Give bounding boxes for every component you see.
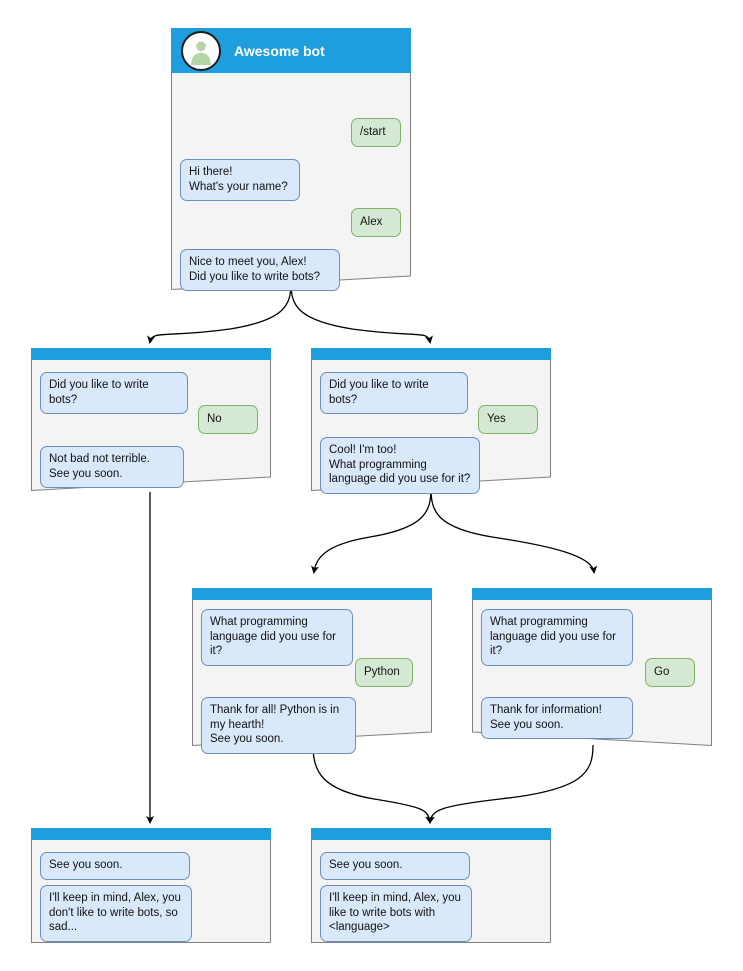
edge-start-to-answer-no xyxy=(147,282,292,344)
node-titlebar: Awesome bot xyxy=(171,28,411,73)
chat-node-start[interactable]: Awesome bot /start Hi there! What's your… xyxy=(171,28,411,291)
node-titlebar xyxy=(311,348,551,360)
user-message: Python xyxy=(355,658,413,687)
bot-message: Did you like to write bots? xyxy=(40,372,188,414)
edge-answer-yes-to-lang-python xyxy=(311,488,432,574)
bot-message: I'll keep in mind, Alex, you don't like … xyxy=(40,885,192,942)
chat-log: Did you like to write bots? Yes Cool! I'… xyxy=(311,360,551,494)
chat-node-end-happy[interactable]: See you soon. I'll keep in mind, Alex, y… xyxy=(311,828,551,943)
bot-message: Nice to meet you, Alex! Did you like to … xyxy=(180,249,340,291)
chat-node-lang-python[interactable]: What programming language did you use fo… xyxy=(192,588,432,754)
user-message: Go xyxy=(645,658,695,687)
chat-node-lang-go[interactable]: What programming language did you use fo… xyxy=(472,588,712,746)
node-titlebar xyxy=(472,588,712,600)
bot-message: What programming language did you use fo… xyxy=(481,609,633,666)
user-message: /start xyxy=(351,118,401,147)
node-titlebar xyxy=(31,348,271,360)
edge-lang-python-to-end-happy xyxy=(312,744,433,824)
node-titlebar xyxy=(192,588,432,600)
chat-log: What programming language did you use fo… xyxy=(192,600,432,754)
bot-message: I'll keep in mind, Alex, you like to wri… xyxy=(320,885,472,942)
edge-answer-yes-to-lang-go xyxy=(430,488,598,574)
user-message: No xyxy=(198,405,258,434)
bot-message: Did you like to write bots? xyxy=(320,372,468,414)
bot-title: Awesome bot xyxy=(234,42,325,59)
edge-start-to-answer-yes xyxy=(290,282,433,344)
chat-log: What programming language did you use fo… xyxy=(472,600,712,746)
node-titlebar xyxy=(31,828,271,840)
bot-message: See you soon. xyxy=(40,852,190,880)
bot-message: What programming language did you use fo… xyxy=(201,609,353,666)
person-avatar-icon xyxy=(181,30,221,71)
user-message: Yes xyxy=(478,405,538,434)
bot-message: Thank for information! See you soon. xyxy=(481,697,633,739)
bot-message: Not bad not terrible. See you soon. xyxy=(40,446,184,488)
bot-message: See you soon. xyxy=(320,852,470,880)
bot-message: Cool! I'm too! What programming language… xyxy=(320,437,480,494)
bot-message: Hi there! What's your name? xyxy=(180,159,300,201)
chat-log: /start Hi there! What's your name? Alex … xyxy=(171,73,411,291)
chat-log: See you soon. I'll keep in mind, Alex, y… xyxy=(311,840,551,943)
user-message: Alex xyxy=(351,208,401,237)
node-titlebar xyxy=(311,828,551,840)
chat-log: Did you like to write bots? No Not bad n… xyxy=(31,360,271,491)
chat-node-end-sad[interactable]: See you soon. I'll keep in mind, Alex, y… xyxy=(31,828,271,943)
bot-message: Thank for all! Python is in my hearth! S… xyxy=(201,697,356,754)
chat-node-answer-yes[interactable]: Did you like to write bots? Yes Cool! I'… xyxy=(311,348,551,494)
chat-log: See you soon. I'll keep in mind, Alex, y… xyxy=(31,840,271,943)
chat-node-answer-no[interactable]: Did you like to write bots? No Not bad n… xyxy=(31,348,271,491)
edge-lang-go-to-end-happy xyxy=(427,744,594,824)
